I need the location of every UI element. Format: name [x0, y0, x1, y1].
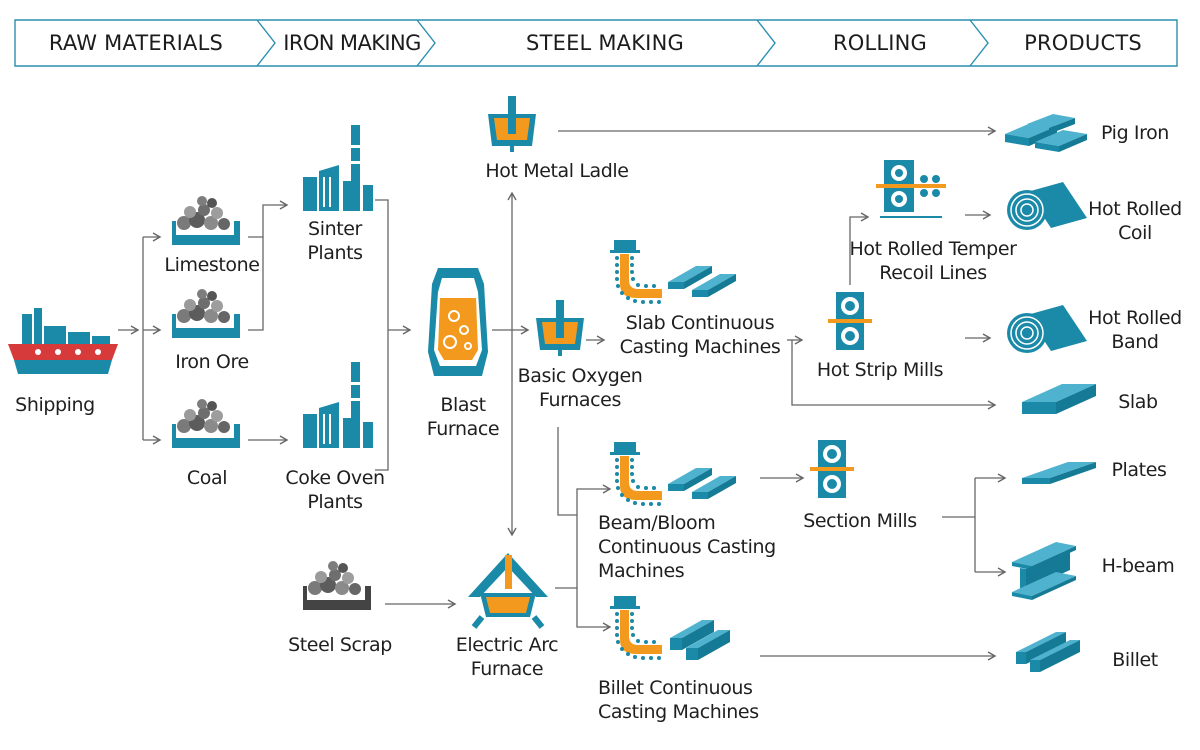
label-coal: Coal — [186, 467, 228, 489]
coal-icon — [172, 399, 240, 448]
plates-icon — [1022, 462, 1096, 484]
steel-scrap-icon — [303, 561, 371, 610]
limestone-icon — [172, 196, 240, 245]
slab-ccm-icon — [610, 240, 736, 304]
basic-oxygen-furnace-icon — [536, 300, 584, 356]
label-slab: Slab — [1118, 391, 1158, 413]
label-iron-ore: Iron Ore — [175, 351, 249, 373]
stage-products: PRODUCTS — [1024, 31, 1142, 55]
sinter-plant-icon — [303, 125, 373, 211]
label-steel-scrap: Steel Scrap — [288, 634, 392, 656]
label-pig-iron: Pig Iron — [1101, 122, 1169, 144]
stage-rolling: ROLLING — [832, 31, 928, 55]
hot-metal-ladle-icon — [488, 96, 536, 152]
stage-iron-making: IRON MAKING — [283, 31, 421, 55]
stage-banner — [14, 19, 1178, 67]
electric-arc-furnace-icon — [468, 553, 548, 629]
hot-strip-mill-icon — [828, 292, 872, 350]
coke-oven-icon — [303, 362, 373, 448]
pig-iron-icon — [1005, 114, 1087, 152]
hot-rolled-band-icon — [1006, 304, 1088, 354]
label-hot-metal-ladle: Hot Metal Ladle — [485, 160, 629, 182]
iron-ore-icon — [172, 289, 240, 338]
hot-rolled-coil-icon — [1006, 181, 1088, 231]
billet-icon — [1016, 632, 1080, 672]
label-section-mills: Section Mills — [803, 510, 917, 532]
slab-icon — [1022, 384, 1096, 414]
flow-arrows — [118, 126, 1007, 661]
ship-icon — [8, 308, 118, 374]
stage-steel-making: STEEL MAKING — [526, 31, 684, 55]
label-h-beam: H-beam — [1101, 555, 1175, 577]
section-mill-icon — [810, 440, 854, 498]
label-shipping: Shipping — [15, 394, 95, 416]
beam-bloom-ccm-icon — [610, 442, 736, 506]
stage-raw-materials: RAW MATERIALS — [48, 31, 224, 55]
billet-ccm-icon — [610, 596, 730, 660]
blast-furnace-icon — [428, 268, 488, 376]
h-beam-icon — [1012, 542, 1076, 600]
label-billet: Billet — [1112, 649, 1158, 671]
label-hot-strip-mills: Hot Strip Mills — [816, 359, 944, 381]
label-plates: Plates — [1111, 459, 1167, 481]
temper-recoil-icon — [876, 160, 946, 218]
label-limestone: Limestone — [164, 254, 260, 276]
